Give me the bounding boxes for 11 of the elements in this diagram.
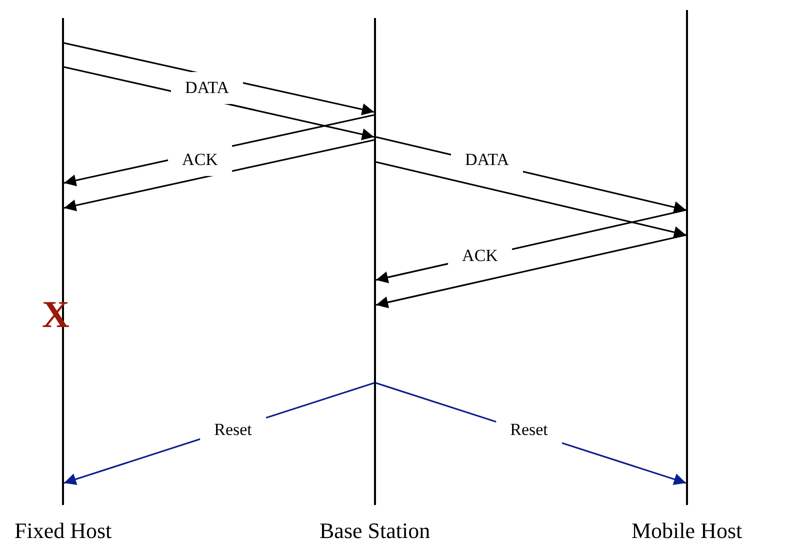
edge-label: ACK [168, 144, 232, 176]
arrow [64, 139, 374, 212]
lifeline-label: Mobile Host [632, 518, 742, 544]
lifeline-label: Fixed Host [14, 518, 112, 544]
arrow [376, 234, 686, 308]
lifeline-label: Base Station [320, 518, 430, 544]
lifeline [686, 10, 688, 505]
lifeline [374, 18, 376, 505]
lifeline [62, 18, 64, 505]
arrow [376, 161, 686, 238]
edge-label: DATA [171, 72, 243, 104]
